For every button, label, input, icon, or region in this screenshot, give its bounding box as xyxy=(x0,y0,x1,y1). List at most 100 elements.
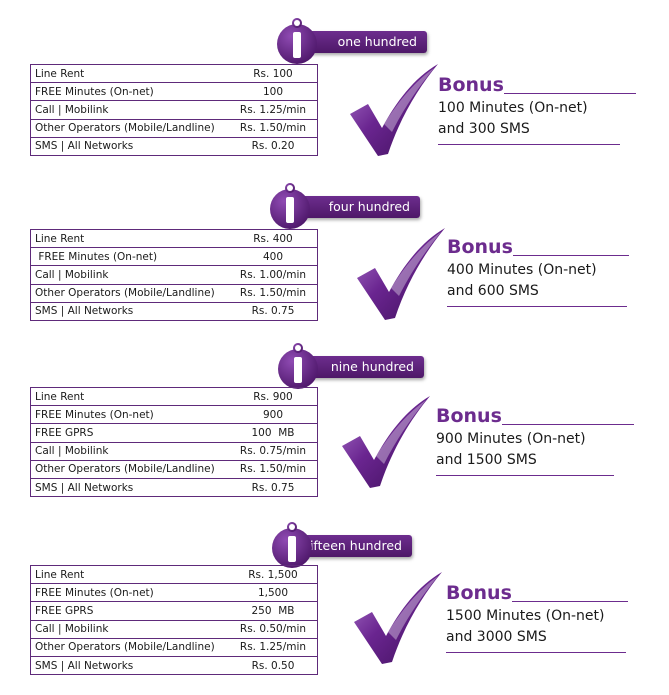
info-i-icon xyxy=(272,522,312,568)
bonus-line-1: 1500 Minutes (On-net) xyxy=(446,608,605,624)
plan-badge-label: four hundred xyxy=(328,199,410,214)
checkmark-icon xyxy=(342,396,430,488)
plan-badge: fifteen hundred xyxy=(270,522,412,568)
rate-label: Line Rent xyxy=(30,229,229,249)
rate-value: Rs. 1.25/min xyxy=(229,638,318,657)
rate-value: 100 xyxy=(229,82,318,102)
rate-label: Line Rent xyxy=(30,64,229,84)
rate-value: Rs. 1.00/min xyxy=(229,265,318,285)
rate-label: Other Operators (Mobile/Landline) xyxy=(30,638,229,657)
bonus-title: Bonus xyxy=(438,74,504,96)
rate-value: Rs. 1.50/min xyxy=(229,284,318,303)
rate-label: Line Rent xyxy=(30,387,229,407)
rate-label: SMS | All Networks xyxy=(30,302,229,321)
table-row: FREE Minutes (On-net)400 xyxy=(30,247,318,267)
bonus-line-1: 100 Minutes (On-net) xyxy=(438,100,588,116)
rate-label: Call | Mobilink xyxy=(30,265,229,285)
plan-badge-label: fifteen hundred xyxy=(305,538,402,553)
rate-value: Rs. 0.50 xyxy=(229,656,318,676)
bonus-line-1: 400 Minutes (On-net) xyxy=(447,262,597,278)
rate-value: 100 MB xyxy=(229,423,318,443)
rate-label: Other Operators (Mobile/Landline) xyxy=(30,284,229,303)
rate-value: Rs. 1.50/min xyxy=(229,460,318,479)
bonus-block: Bonus 900 Minutes (On-net) and 1500 SMS xyxy=(436,405,634,476)
checkmark-icon xyxy=(350,64,438,156)
rate-label: SMS | All Networks xyxy=(30,656,229,676)
plan-badge: four hundred xyxy=(268,183,420,229)
bonus-title: Bonus xyxy=(436,405,502,427)
table-row: FREE Minutes (On-net)900 xyxy=(30,405,318,425)
rate-label: SMS | All Networks xyxy=(30,478,229,498)
rate-label: Call | Mobilink xyxy=(30,620,229,639)
bonus-line-1: 900 Minutes (On-net) xyxy=(436,431,586,447)
rate-value: Rs. 1.25/min xyxy=(229,100,318,120)
rate-value: 900 xyxy=(229,405,318,425)
info-i-icon xyxy=(277,18,317,64)
info-i-icon xyxy=(270,183,310,229)
rate-label: Other Operators (Mobile/Landline) xyxy=(30,119,229,138)
bonus-line-2: and 600 SMS xyxy=(447,283,539,299)
plan-badge-label: nine hundred xyxy=(330,359,414,374)
rate-value: Rs. 0.75/min xyxy=(229,442,318,461)
rate-value: Rs. 900 xyxy=(229,387,318,407)
plan-badge: nine hundred xyxy=(276,343,426,389)
bonus-line-2: and 300 SMS xyxy=(438,121,530,137)
rate-label: Other Operators (Mobile/Landline) xyxy=(30,460,229,479)
checkmark-icon xyxy=(357,228,445,320)
bonus-title: Bonus xyxy=(447,236,513,258)
info-i-icon xyxy=(278,343,318,389)
rate-value: Rs. 100 xyxy=(229,64,318,84)
bonus-title: Bonus xyxy=(446,582,512,604)
rate-value: 400 xyxy=(229,247,318,267)
rate-label: FREE GPRS xyxy=(30,601,229,621)
rate-label: SMS | All Networks xyxy=(30,137,229,156)
table-row: Other Operators (Mobile/Landline)Rs. 1.5… xyxy=(30,460,318,479)
table-row: Other Operators (Mobile/Landline)Rs. 1.2… xyxy=(30,638,318,657)
rate-value: Rs. 0.75 xyxy=(229,302,318,321)
bonus-line-2: and 3000 SMS xyxy=(446,629,547,645)
bonus-line-2: and 1500 SMS xyxy=(436,452,537,468)
rate-label: FREE Minutes (On-net) xyxy=(30,405,229,425)
table-row: FREE Minutes (On-net)1,500 xyxy=(30,583,318,603)
rate-value: Rs. 0.50/min xyxy=(229,620,318,639)
rate-value: 1,500 xyxy=(229,583,318,603)
bonus-block: Bonus 400 Minutes (On-net) and 600 SMS xyxy=(447,236,629,307)
rate-value: Rs. 1.50/min xyxy=(229,119,318,138)
bonus-block: Bonus 1500 Minutes (On-net) and 3000 SMS xyxy=(446,582,628,653)
rate-value: Rs. 0.75 xyxy=(229,478,318,498)
rate-label: Call | Mobilink xyxy=(30,442,229,461)
rate-label: FREE Minutes (On-net) xyxy=(30,583,229,603)
bonus-block: Bonus 100 Minutes (On-net) and 300 SMS xyxy=(438,74,636,145)
plan-badge: one hundred xyxy=(275,18,427,64)
table-row: Other Operators (Mobile/Landline)Rs. 1.5… xyxy=(30,119,318,138)
rate-value: 250 MB xyxy=(229,601,318,621)
rate-value: Rs. 1,500 xyxy=(229,565,318,585)
table-row: FREE Minutes (On-net)100 xyxy=(30,82,318,102)
plan-badge-label: one hundred xyxy=(337,34,417,49)
rate-label: Line Rent xyxy=(30,565,229,585)
rate-label: FREE Minutes (On-net) xyxy=(30,247,229,267)
rate-label: FREE Minutes (On-net) xyxy=(30,82,229,102)
rate-label: Call | Mobilink xyxy=(30,100,229,120)
rate-label: FREE GPRS xyxy=(30,423,229,443)
rate-value: Rs. 400 xyxy=(229,229,318,249)
rate-value: Rs. 0.20 xyxy=(229,137,318,156)
checkmark-icon xyxy=(354,572,442,664)
